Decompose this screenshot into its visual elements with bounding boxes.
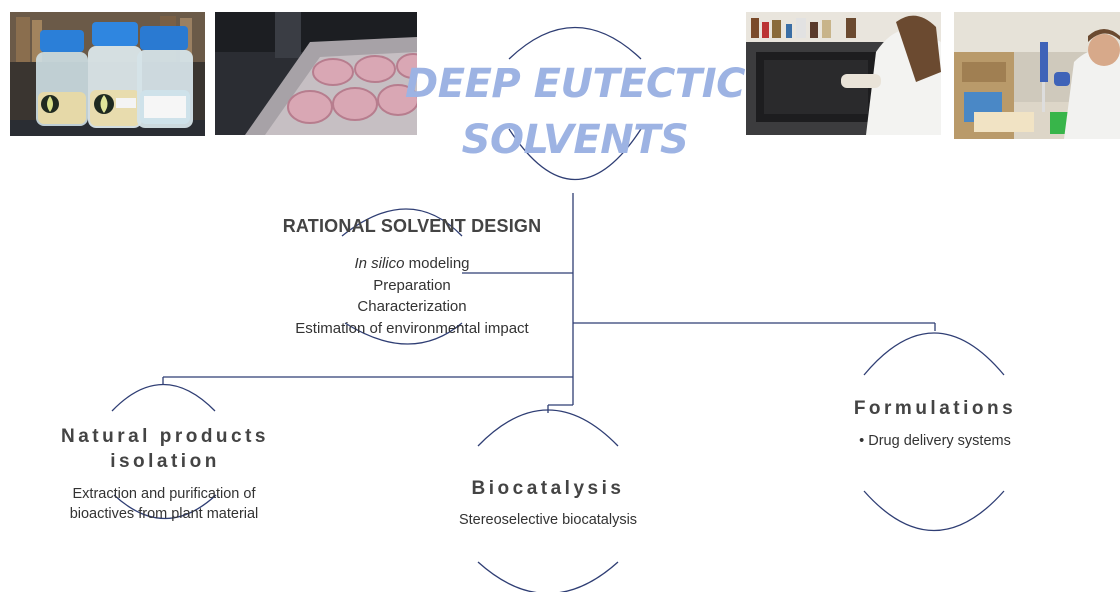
natural-products-heading-line2: isolation — [110, 451, 220, 472]
formulations-list: • Drug delivery systems — [800, 431, 1070, 451]
biocatalysis-heading: Biocatalysis — [471, 478, 625, 499]
rational-top-arc — [341, 208, 463, 237]
natural-products-description: Extraction and purification of bioactive… — [24, 484, 304, 524]
in-silico-text: In silico — [354, 255, 405, 272]
natural-products-desc-line1: Extraction and purification of — [72, 486, 256, 502]
formulations-item-drug-delivery: Drug delivery systems — [868, 433, 1011, 449]
natural-top-arc — [111, 383, 216, 412]
modeling-text: modeling — [404, 255, 470, 272]
main-title-line2: SOLVENTS — [461, 117, 689, 163]
main-title: DEEP EUTECTIC SOLVENTS — [400, 56, 750, 168]
natural-bottom-arc — [113, 494, 217, 520]
rational-item-modeling: In silico modeling — [262, 253, 562, 275]
microwave-lab-photo — [746, 12, 941, 135]
natural-products-heading-line1: Natural products — [60, 426, 270, 447]
natural-products-desc-line2: bioactives from plant material — [69, 506, 259, 522]
title-bottom-arc — [508, 128, 642, 180]
formulations-top-arc — [863, 332, 1005, 376]
title-top-arc — [508, 27, 642, 60]
natural-products-heading: Natural products isolation — [20, 424, 310, 474]
main-title-line1: DEEP EUTECTIC — [405, 61, 745, 107]
rational-design-list: In silico modeling Preparation Character… — [262, 253, 562, 339]
rational-bottom-arc — [344, 322, 463, 345]
rational-item-environmental-impact: Estimation of environmental impact — [295, 319, 529, 337]
bullet-icon: • — [859, 433, 865, 449]
rational-item-preparation: Preparation — [373, 276, 451, 294]
rational-design-heading: RATIONAL SOLVENT DESIGN — [282, 216, 542, 236]
biocatalysis-bottom-arc — [477, 561, 619, 592]
lab-bottles-photo — [10, 12, 205, 136]
rational-item-characterization: Characterization — [357, 298, 467, 315]
pipetting-lab-photo — [954, 12, 1120, 139]
formulations-bottom-arc — [863, 490, 1005, 532]
biocatalysis-top-arc — [477, 409, 619, 447]
biocatalysis-description: Stereoselective biocatalysis — [458, 512, 638, 528]
well-plate-photo — [215, 12, 417, 135]
formulations-heading: Formulations — [853, 398, 1017, 419]
